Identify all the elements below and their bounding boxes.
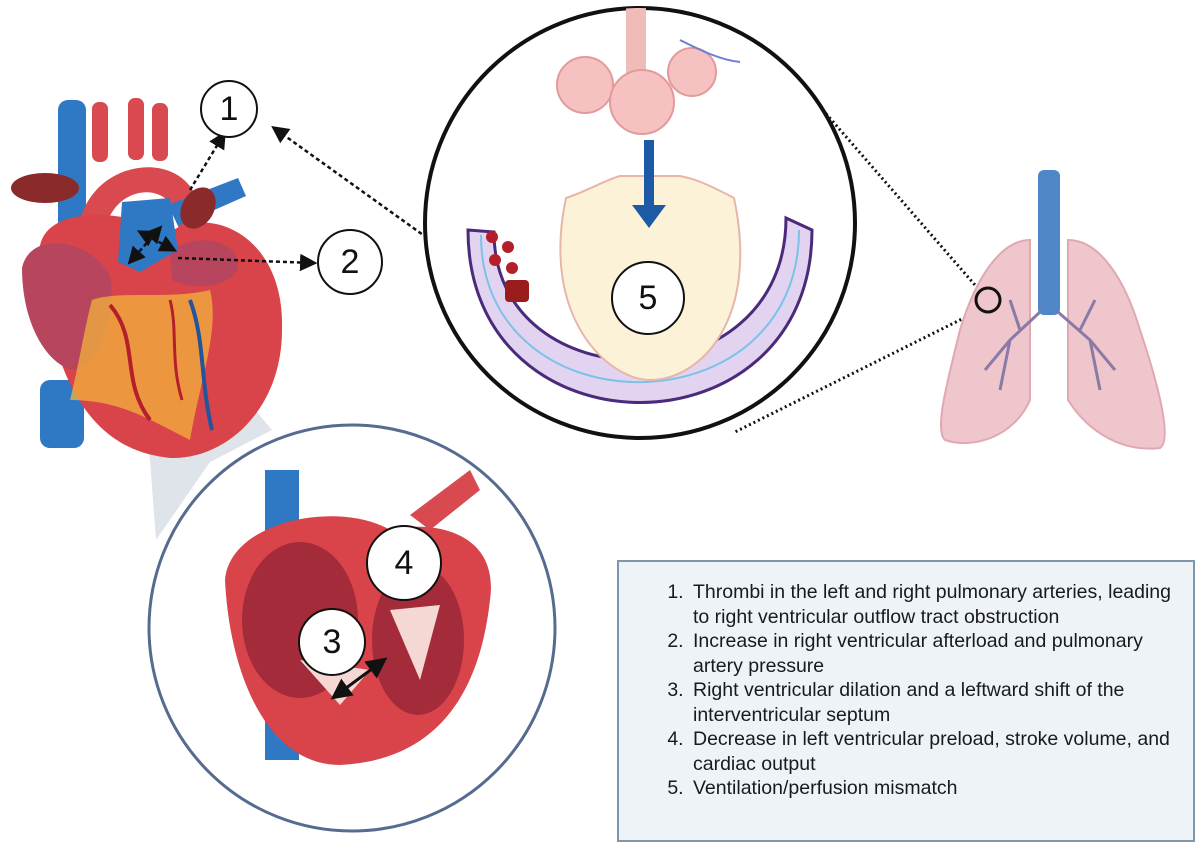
aorta-section — [410, 470, 480, 530]
red-cell-2 — [502, 241, 514, 253]
left-pulmonary-thrombus — [11, 173, 79, 203]
callout-4-circle — [366, 525, 442, 601]
lungs-illustration — [939, 170, 1166, 450]
legend-item-1: Thrombi in the left and right pulmonary … — [689, 580, 1173, 629]
vascular-lumen-line — [480, 229, 800, 383]
alveoli-cluster-left — [556, 56, 614, 114]
callout-2: 2 — [317, 229, 383, 295]
alveoli-cluster-center — [609, 69, 675, 135]
bronchiole-trunk — [626, 8, 646, 78]
legend-list: Thrombi in the left and right pulmonary … — [659, 580, 1173, 801]
callout-5-circle — [611, 261, 685, 335]
callout-5: 5 — [611, 261, 685, 335]
flow-arrow-head — [632, 205, 666, 228]
callout-4: 4 — [366, 525, 442, 601]
right-lung — [1067, 238, 1166, 450]
callout-2-label: 2 — [341, 243, 360, 281]
callout-1-circle — [200, 80, 258, 138]
legend-item-3: Right ventricular dilation and a leftwar… — [689, 678, 1173, 727]
coronary-vessel-1 — [108, 303, 152, 422]
mitral-chordae — [390, 605, 440, 680]
coronary-vessel-2 — [188, 299, 214, 431]
vascular-wall — [466, 215, 814, 404]
arrow-to-callout-1 — [188, 131, 226, 191]
callout-1-label: 1 — [220, 90, 239, 128]
callout-2-circle — [317, 229, 383, 295]
aortic-arch — [78, 167, 201, 242]
callout-3-label: 3 — [323, 623, 342, 661]
red-cell-3 — [489, 254, 501, 266]
callout-3-circle — [298, 608, 366, 676]
bronchial-tree-right — [1057, 299, 1117, 391]
trachea — [1038, 170, 1060, 315]
flow-arrow-shaft — [644, 140, 654, 205]
callout-5-label: 5 — [639, 279, 658, 317]
red-cell-4 — [506, 262, 518, 274]
capillary-branch — [679, 39, 741, 63]
coronary-vessel-3 — [168, 299, 184, 401]
lung-magnify-line-lower — [734, 304, 989, 434]
aortic-branch-3 — [152, 103, 168, 161]
bronchial-tree-left — [983, 299, 1042, 391]
legend-item-2: Increase in right ventricular afterload … — [689, 629, 1173, 678]
left-atrium — [170, 240, 239, 287]
vena-cava-upper — [58, 100, 86, 250]
callout-3: 3 — [298, 608, 366, 676]
arrow-to-callout-2 — [177, 253, 318, 272]
callout-4-label: 4 — [395, 544, 414, 582]
heart-illustration — [11, 98, 283, 459]
alveoli-cluster-right — [667, 47, 717, 97]
legend-box: Thrombi in the left and right pulmonary … — [617, 560, 1195, 842]
aortic-branch-2 — [128, 98, 144, 160]
aortic-branch-1 — [92, 102, 108, 162]
pulmonary-trunk-arrow-b — [127, 225, 163, 265]
right-pulmonary-thrombus — [180, 187, 216, 229]
legend-item-4: Decrease in left ventricular preload, st… — [689, 727, 1173, 776]
callout-1: 1 — [200, 80, 258, 138]
left-lung — [939, 238, 1031, 445]
legend-item-5: Ventilation/perfusion mismatch — [689, 776, 1173, 801]
red-cell-1 — [486, 231, 498, 243]
septum-shift-arrow — [330, 657, 388, 700]
thrombus-block — [505, 280, 529, 302]
coronary-fat — [70, 290, 213, 440]
lung-zoom-marker — [974, 286, 1002, 314]
